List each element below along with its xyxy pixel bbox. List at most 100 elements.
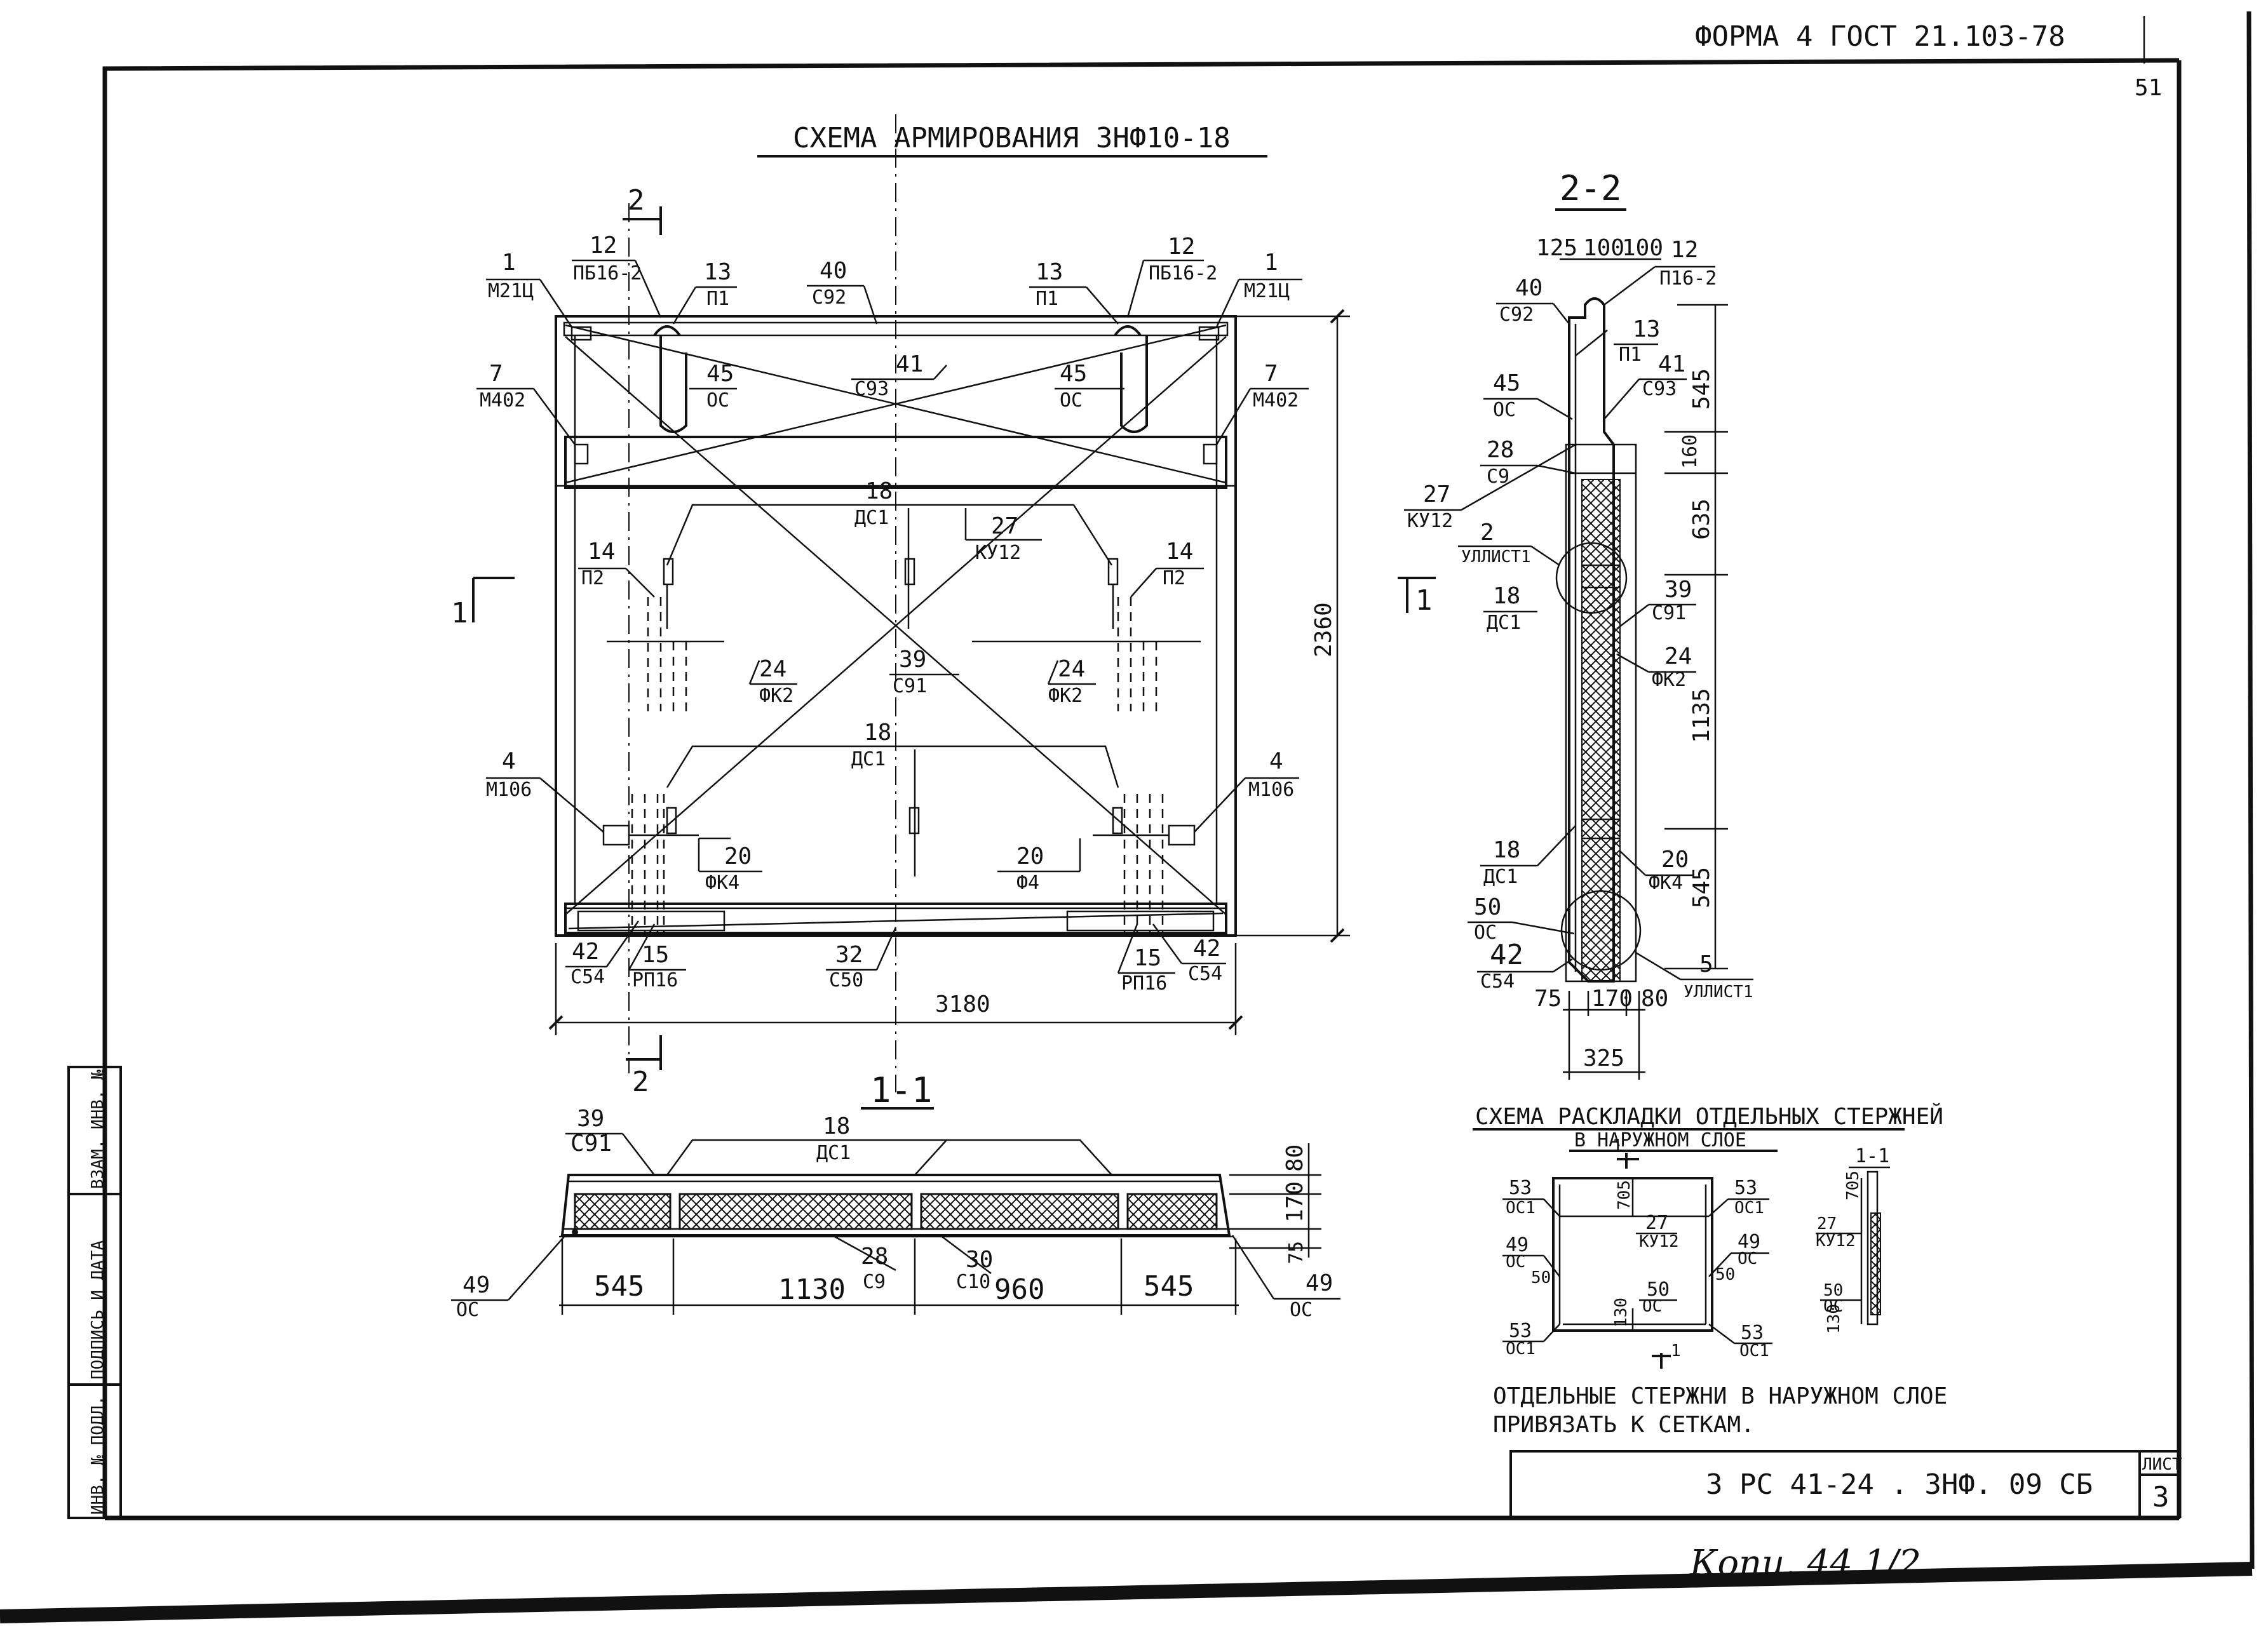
label-l45-c: ОС bbox=[706, 389, 729, 412]
stamp-field-replacement: ВЗАМ. ИНВ. № bbox=[88, 1070, 107, 1189]
label-l49-n: 49 bbox=[1306, 1270, 1333, 1296]
scheme-mark-top: 1 bbox=[1612, 1136, 1623, 1155]
label-l13-c: П1 bbox=[706, 288, 729, 310]
label-l49-n: 49 bbox=[462, 1272, 490, 1298]
label-l42-c: С54 bbox=[1480, 970, 1515, 993]
label-l18-c: ДС1 bbox=[1483, 866, 1518, 888]
sheet-frame bbox=[0, 11, 2255, 1623]
label-l27-c: КУ12 bbox=[1816, 1232, 1856, 1251]
label-l7-n: 7 bbox=[489, 361, 503, 387]
label-l13-n: 13 bbox=[1036, 259, 1063, 285]
label-l39-c: С91 bbox=[1652, 602, 1686, 624]
label-l49-c: ОС bbox=[1738, 1249, 1757, 1268]
label-l14-n: 14 bbox=[588, 539, 615, 565]
sheet-label: ЛИСТ bbox=[2142, 1455, 2182, 1474]
dim-right-545-top: 545 bbox=[1689, 368, 1715, 410]
label-l45-n: 45 bbox=[706, 361, 734, 387]
label-l53-c: ОС1 bbox=[1506, 1198, 1536, 1218]
label-l40-n: 40 bbox=[820, 258, 847, 284]
label-l40-c: С92 bbox=[812, 286, 846, 309]
label-l20-n: 20 bbox=[1016, 843, 1044, 869]
label-l12-n: 12 bbox=[1168, 234, 1195, 260]
label-l13-c: П1 bbox=[1036, 288, 1058, 310]
label-l14-c: П2 bbox=[1163, 567, 1185, 589]
label-l20-n: 20 bbox=[724, 843, 752, 869]
dim-top-100a: 100 bbox=[1583, 235, 1624, 261]
label-l18-c: ДС1 bbox=[851, 748, 886, 770]
label-l41-c: С93 bbox=[1642, 378, 1677, 400]
label-l49-c: ОС bbox=[1290, 1299, 1313, 1321]
label-l15-c: РП16 bbox=[1121, 972, 1167, 995]
dimension-width: 3180 bbox=[935, 991, 990, 1017]
label-l18-n: 18 bbox=[865, 478, 893, 504]
label-l12-c: ПБ16-2 bbox=[573, 262, 642, 285]
label-l53-n: 53 bbox=[1741, 1322, 1764, 1344]
label-l42-c: С54 bbox=[570, 966, 605, 988]
label-l18-n: 18 bbox=[1493, 837, 1520, 863]
label-l12-n: 12 bbox=[1671, 237, 1698, 263]
label-l27-c: КУ12 bbox=[1639, 1232, 1679, 1251]
label-l28-c: С9 bbox=[863, 1271, 886, 1293]
section-1-1-title: 1-1 bbox=[870, 1070, 933, 1110]
label-l39-n: 39 bbox=[1664, 577, 1692, 603]
title-block: 3 РС 41-24 . 3НФ. 09 СБ ЛИСТ 3 bbox=[1509, 1450, 2182, 1519]
label-l4-c: М106 bbox=[1248, 779, 1294, 801]
label-l24-n: 24 bbox=[759, 656, 786, 682]
main-view-labels: 1 М21Ц 12 ПБ16-2 13 П1 40 С92 41 С93 45 … bbox=[476, 232, 1309, 995]
label-l24-c: ФК2 bbox=[1048, 685, 1083, 707]
label-l45-c: ОС bbox=[1493, 399, 1516, 421]
label-l14-c: П2 bbox=[581, 567, 604, 589]
label-l53-n: 53 bbox=[1509, 1320, 1532, 1342]
label-l45-c: ОС bbox=[1060, 389, 1083, 412]
label-l18-n: 18 bbox=[864, 720, 891, 746]
label-l4-n: 4 bbox=[502, 748, 516, 774]
dim-bottom-80: 80 bbox=[1641, 986, 1668, 1012]
section-mark-1-right: 1 bbox=[1415, 584, 1433, 617]
section-mark-2-bottom: 2 bbox=[632, 1066, 649, 1098]
dim-bottom-170: 170 bbox=[1591, 986, 1633, 1012]
label-l5-c: УЛЛИСТ1 bbox=[1684, 983, 1753, 1002]
label-l40-c: С92 bbox=[1499, 304, 1534, 326]
section-1-1: 1-1 545 1130 960 545 80 170 75 bbox=[451, 1070, 1340, 1321]
label-l4-c: М106 bbox=[486, 779, 532, 801]
section-mark-1-left: 1 bbox=[451, 597, 468, 629]
scheme-note-line1: ОТДЕЛЬНЫЕ СТЕРЖНИ В НАРУЖНОМ СЛОЕ bbox=[1493, 1383, 1947, 1409]
label-l53-c: ОС1 bbox=[1734, 1198, 1764, 1218]
copy-note: Копи. 44 1/2 bbox=[1689, 1543, 1921, 1584]
scheme-dim-50-right: 50 bbox=[1715, 1265, 1735, 1284]
scheme-small-130: 130 bbox=[1825, 1304, 1844, 1334]
label-l13-n: 13 bbox=[704, 259, 731, 285]
scheme-small-705: 705 bbox=[1844, 1171, 1863, 1200]
document-code: 3 РС 41-24 . 3НФ. 09 СБ bbox=[1706, 1468, 2093, 1501]
label-l27-n: 27 bbox=[991, 513, 1018, 539]
dim-top-100b: 100 bbox=[1622, 235, 1663, 261]
main-view-title: СХЕМА АРМИРОВАНИЯ ЗНФ10-18 bbox=[793, 122, 1231, 154]
scheme-mark-bottom: 1 bbox=[1671, 1341, 1681, 1360]
label-l13-n: 13 bbox=[1633, 316, 1660, 342]
label-l14-n: 14 bbox=[1166, 539, 1193, 565]
dim-1-1-960: 960 bbox=[994, 1273, 1044, 1306]
outer-layer-scheme: СХЕМА РАСКЛАДКИ ОТДЕЛЬНЫХ СТЕРЖНЕЙ В НАР… bbox=[1473, 1103, 1947, 1438]
dim-1-1-1130: 1130 bbox=[778, 1273, 846, 1306]
section-2-2-labels: 40 С92 13 П1 41 С93 45 ОС 28 С9 27 КУ12 … bbox=[1404, 275, 1753, 1002]
dim-total-325: 325 bbox=[1583, 1045, 1624, 1071]
scheme-dim-130: 130 bbox=[1612, 1298, 1631, 1327]
label-l4-n: 4 bbox=[1269, 748, 1283, 774]
label-l1-n: 1 bbox=[502, 250, 516, 276]
scheme-dim-50-left: 50 bbox=[1531, 1268, 1551, 1287]
stamp-field-signature: ПОДПИСЬ И ДАТА bbox=[88, 1240, 107, 1379]
label-l15-n: 15 bbox=[642, 942, 669, 968]
label-l30-c: С10 bbox=[956, 1271, 990, 1293]
label-l27-n: 27 bbox=[1645, 1212, 1668, 1234]
label-l41-n: 41 bbox=[896, 351, 923, 377]
label-l41-c: С93 bbox=[854, 378, 889, 400]
label-l50-n: 50 bbox=[1474, 894, 1501, 920]
label-l7-n: 7 bbox=[1264, 361, 1278, 387]
dim-1-1-545-right: 545 bbox=[1144, 1270, 1194, 1303]
label-l28-n: 28 bbox=[861, 1244, 888, 1270]
label-l49-n: 49 bbox=[1738, 1231, 1760, 1253]
section-2-2: 2-2 125 100 100 12 П16-2 545 160 635 113… bbox=[1404, 168, 1753, 1080]
label-l18-c: ДС1 bbox=[816, 1142, 851, 1164]
label-l32-n: 32 bbox=[835, 942, 863, 968]
